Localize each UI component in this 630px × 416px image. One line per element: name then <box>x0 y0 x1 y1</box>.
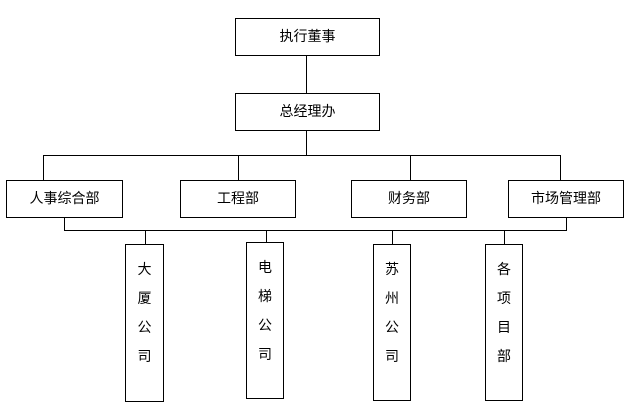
unit-char: 部 <box>497 349 511 365</box>
dept-bottom-drop-1 <box>64 218 65 230</box>
unit-char: 公 <box>385 320 399 336</box>
node-dept-engineering: 工程部 <box>180 180 296 218</box>
connector-dept-1 <box>43 155 44 180</box>
connector-dept-3 <box>410 155 411 180</box>
node-unit-project-departments: 各 项 目 部 <box>485 244 523 401</box>
connector-top-office <box>306 56 307 93</box>
connector-dept-2 <box>238 155 239 180</box>
node-dept-marketing: 市场管理部 <box>508 180 624 218</box>
unit-char: 目 <box>497 320 511 336</box>
connector-unit-2 <box>266 230 267 242</box>
dept-bottom-drop-4 <box>566 218 567 230</box>
unit-char: 电 <box>258 260 272 276</box>
node-general-manager-office: 总经理办 <box>235 93 380 131</box>
node-executive-director-label: 执行董事 <box>279 29 336 45</box>
unit-char: 苏 <box>385 262 399 278</box>
node-dept-finance: 财务部 <box>351 180 467 218</box>
unit-char: 公 <box>137 320 152 336</box>
unit-char: 司 <box>137 349 152 365</box>
node-general-manager-office-label: 总经理办 <box>279 104 336 120</box>
node-dept-engineering-label: 工程部 <box>217 191 259 207</box>
unit-char: 州 <box>385 291 399 307</box>
connector-dept-4 <box>560 155 561 180</box>
unit-char: 司 <box>385 349 399 365</box>
unit-char: 厦 <box>137 291 152 307</box>
connector-unit-3 <box>392 230 393 244</box>
node-dept-finance-label: 财务部 <box>388 191 430 207</box>
node-unit-elevator-company: 电 梯 公 司 <box>246 242 284 399</box>
node-dept-hr-admin-label: 人事综合部 <box>29 191 100 207</box>
connector-unit-1 <box>145 230 146 244</box>
unit-char: 公 <box>258 318 272 334</box>
connector-unit-4 <box>504 230 505 244</box>
dept-bus-line <box>43 155 561 156</box>
node-executive-director: 执行董事 <box>235 18 380 56</box>
node-dept-hr-admin: 人事综合部 <box>6 180 123 218</box>
connector-office-bus <box>306 131 307 155</box>
unit-char: 各 <box>497 262 511 278</box>
unit-bus-line <box>64 230 567 231</box>
unit-char: 梯 <box>258 289 272 305</box>
node-unit-building-company: 大 厦 公 司 <box>125 244 164 402</box>
unit-char: 大 <box>137 262 152 278</box>
unit-char: 司 <box>258 347 272 363</box>
node-dept-marketing-label: 市场管理部 <box>531 191 601 207</box>
node-unit-suzhou-company: 苏 州 公 司 <box>373 244 411 401</box>
unit-char: 项 <box>497 291 511 307</box>
